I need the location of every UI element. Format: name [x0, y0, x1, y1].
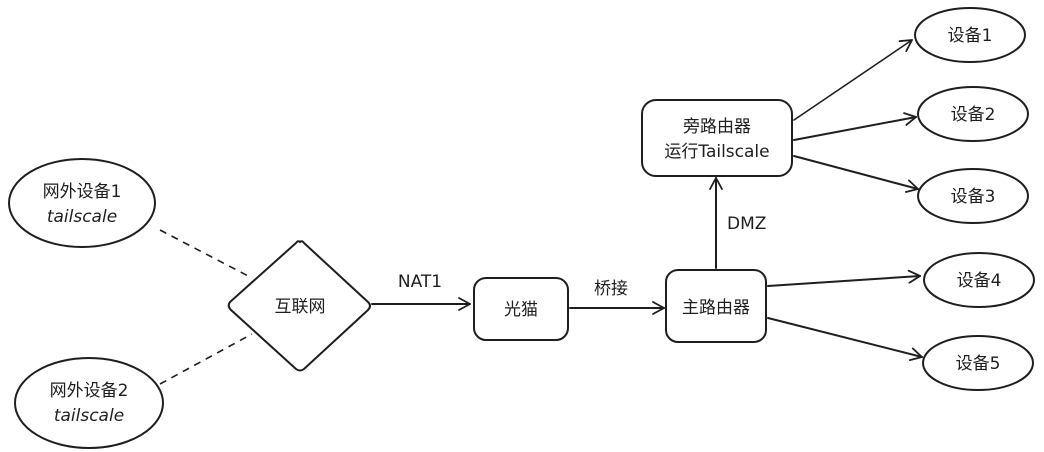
edge-label-bridge: 桥接: [594, 279, 628, 299]
arrow-router-to-device-5: [767, 317, 923, 362]
device-4-node[interactable]: 设备4: [923, 252, 1035, 308]
side-router-node[interactable]: 旁路由器 运行Tailscale: [641, 99, 793, 177]
arrow-side-router-to-device-2: [793, 112, 917, 141]
optical-modem-label: 光猫: [504, 300, 538, 320]
external-device-2-node[interactable]: 网外设备2 tailscale: [14, 357, 164, 449]
device-1-node[interactable]: 设备1: [914, 7, 1026, 63]
arrow-router-to-device-4: [767, 269, 921, 287]
side-router-sublabel: 运行Tailscale: [664, 142, 769, 162]
internet-label: 互联网: [275, 297, 326, 317]
device-3-node[interactable]: 设备3: [917, 168, 1029, 224]
device-3-label: 设备3: [951, 187, 996, 207]
side-router-label: 旁路由器: [683, 117, 751, 137]
device-5-label: 设备5: [956, 354, 1001, 374]
external-device-2-label: 网外设备2: [50, 381, 129, 401]
edge-label-nat1: NAT1: [398, 272, 442, 292]
arrow-side-router-to-device-3: [793, 155, 919, 193]
edge-label-dmz: DMZ: [727, 214, 766, 234]
device-1-label: 设备1: [948, 26, 993, 46]
optical-modem-node[interactable]: 光猫: [473, 277, 569, 341]
external-device-2-sublabel: tailscale: [54, 406, 124, 426]
external-device-1-node[interactable]: 网外设备1 tailscale: [8, 158, 156, 248]
main-router-label: 主路由器: [682, 298, 750, 318]
external-device-1-sublabel: tailscale: [47, 207, 117, 227]
internet-node[interactable]: 互联网: [227, 240, 371, 372]
main-router-node[interactable]: 主路由器: [665, 269, 767, 343]
external-device-1-label: 网外设备1: [43, 182, 122, 202]
device-4-label: 设备4: [957, 271, 1002, 291]
device-2-label: 设备2: [951, 105, 996, 125]
device-2-node[interactable]: 设备2: [917, 86, 1029, 142]
device-5-node[interactable]: 设备5: [922, 335, 1034, 391]
dashed-link-external-1: [159, 229, 253, 279]
dashed-link-external-2: [159, 333, 253, 385]
arrow-side-router-to-device-1: [793, 39, 913, 121]
